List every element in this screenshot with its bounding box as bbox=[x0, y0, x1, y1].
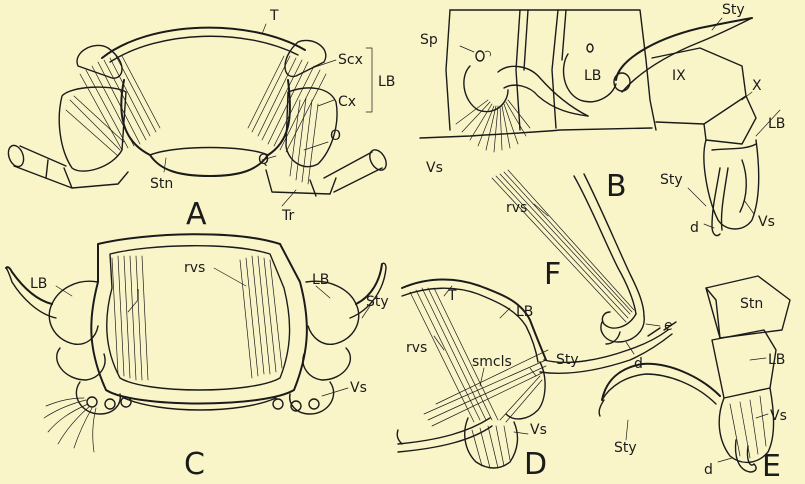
panel-d-vesicle-folds bbox=[472, 426, 510, 468]
label-e-stn: Stn bbox=[740, 296, 763, 312]
label-e-sty: Sty bbox=[614, 440, 637, 456]
panel-f: rvs e d F bbox=[492, 170, 673, 372]
panel-letter-c: C bbox=[184, 447, 205, 482]
label-d-t: T bbox=[447, 288, 457, 304]
label-b-lb-2: LB bbox=[768, 116, 785, 132]
label-a-lb: LB bbox=[378, 74, 395, 90]
label-b-lb-1: LB bbox=[584, 68, 601, 84]
label-e-lb: LB bbox=[768, 352, 785, 368]
panel-letter-a: A bbox=[186, 197, 207, 232]
panel-c-muscles-right bbox=[240, 256, 282, 378]
label-e-d: d bbox=[704, 462, 713, 478]
label-b-ix: IX bbox=[672, 68, 686, 84]
label-a-tr: Tr bbox=[281, 208, 294, 224]
panel-b-drawing bbox=[420, 10, 759, 236]
label-c-vs: Vs bbox=[350, 380, 367, 396]
label-c-l: l bbox=[136, 288, 140, 304]
label-d-rvs: rvs bbox=[406, 340, 427, 356]
label-b-vs-1: Vs bbox=[426, 160, 443, 176]
label-a-stn: Stn bbox=[150, 176, 173, 192]
label-e-vs: Vs bbox=[770, 408, 787, 424]
panel-letter-d: D bbox=[524, 447, 547, 482]
label-d-vs: Vs bbox=[530, 422, 547, 438]
label-b-sp: Sp bbox=[420, 32, 438, 48]
panel-letter-f: F bbox=[544, 257, 561, 292]
label-c-sty: Sty bbox=[366, 294, 389, 310]
panel-letter-e: E bbox=[762, 449, 781, 484]
panel-a-muscles-left bbox=[66, 56, 160, 156]
label-a-t: T bbox=[269, 8, 279, 24]
panel-letter-b: B bbox=[606, 169, 627, 204]
label-b-d: d bbox=[690, 220, 699, 236]
label-b-x: X bbox=[752, 78, 762, 94]
label-c-lb-right: LB bbox=[312, 272, 329, 288]
label-a-q: Q bbox=[258, 152, 269, 168]
label-b-sty-top: Sty bbox=[722, 2, 745, 18]
label-c-rvs: rvs bbox=[184, 260, 205, 276]
panel-a: T Scx LB Cx O Q Stn Tr A bbox=[6, 8, 396, 232]
panel-c: LB rvs l LB Sty Vs C bbox=[6, 234, 389, 482]
label-b-vs-2: Vs bbox=[758, 214, 775, 230]
panel-b: Sp Sty LB IX X LB Vs Sty d Vs B bbox=[420, 2, 785, 236]
label-d-lb: LB bbox=[516, 304, 533, 320]
label-f-e: e bbox=[664, 318, 673, 334]
label-c-lb-left: LB bbox=[30, 276, 47, 292]
label-d-smcls: smcls bbox=[472, 354, 512, 370]
panel-a-drawing bbox=[6, 28, 390, 196]
label-b-sty-2: Sty bbox=[660, 172, 683, 188]
panel-c-muscles-left bbox=[112, 256, 148, 380]
label-d-sty: Sty bbox=[556, 352, 579, 368]
label-a-cx: Cx bbox=[338, 94, 356, 110]
label-f-rvs: rvs bbox=[506, 200, 527, 216]
label-a-o: O bbox=[330, 128, 341, 144]
label-a-scx: Scx bbox=[338, 52, 363, 68]
